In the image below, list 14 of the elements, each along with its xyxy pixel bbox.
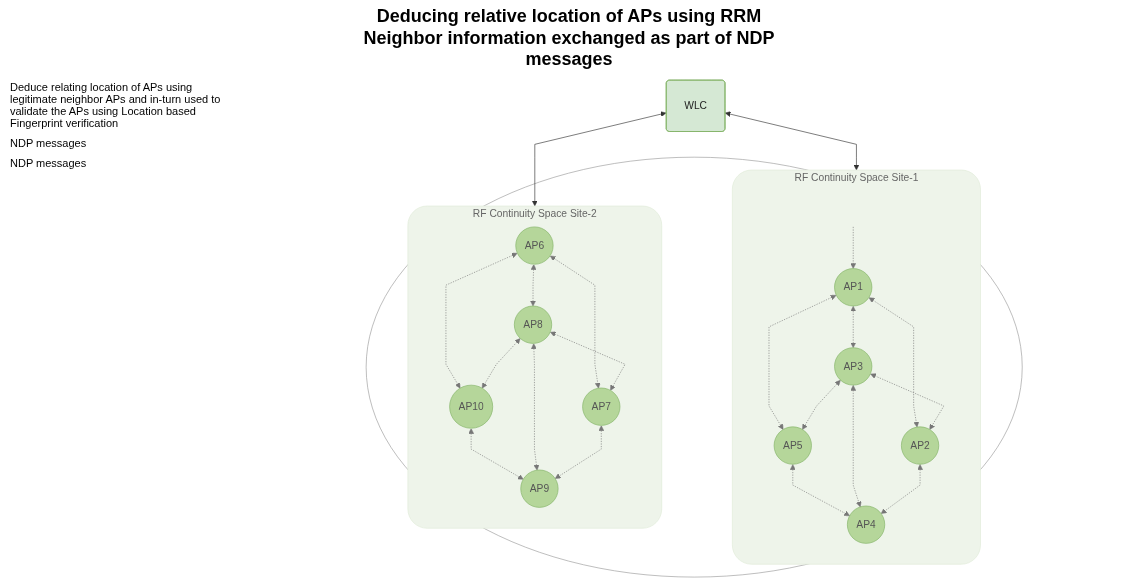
node-circle: AP3 xyxy=(834,347,873,386)
node-circle: AP9 xyxy=(520,469,559,508)
note-text: NDP messages xyxy=(10,136,88,149)
node-circle: AP10 xyxy=(449,384,493,429)
note-text: NDP messages xyxy=(10,156,88,169)
node-circle: AP8 xyxy=(513,305,552,344)
node-circle: AP4 xyxy=(846,505,885,544)
note-text: Deduce relating location of APs using legitimate neighbor APs and in-turn used to validate the APs using Location based Fingerprint verification xyxy=(10,80,222,129)
node-circle: AP7 xyxy=(582,387,621,426)
node-circle: AP6 xyxy=(515,226,554,265)
diagram-title: Deducing relative location of APs using RRM Neighbor information exchanged as part of NDP messages xyxy=(362,6,776,71)
node-circle: AP2 xyxy=(900,426,939,465)
node-circle: AP1 xyxy=(834,268,873,307)
node-circle: AP5 xyxy=(773,426,812,465)
